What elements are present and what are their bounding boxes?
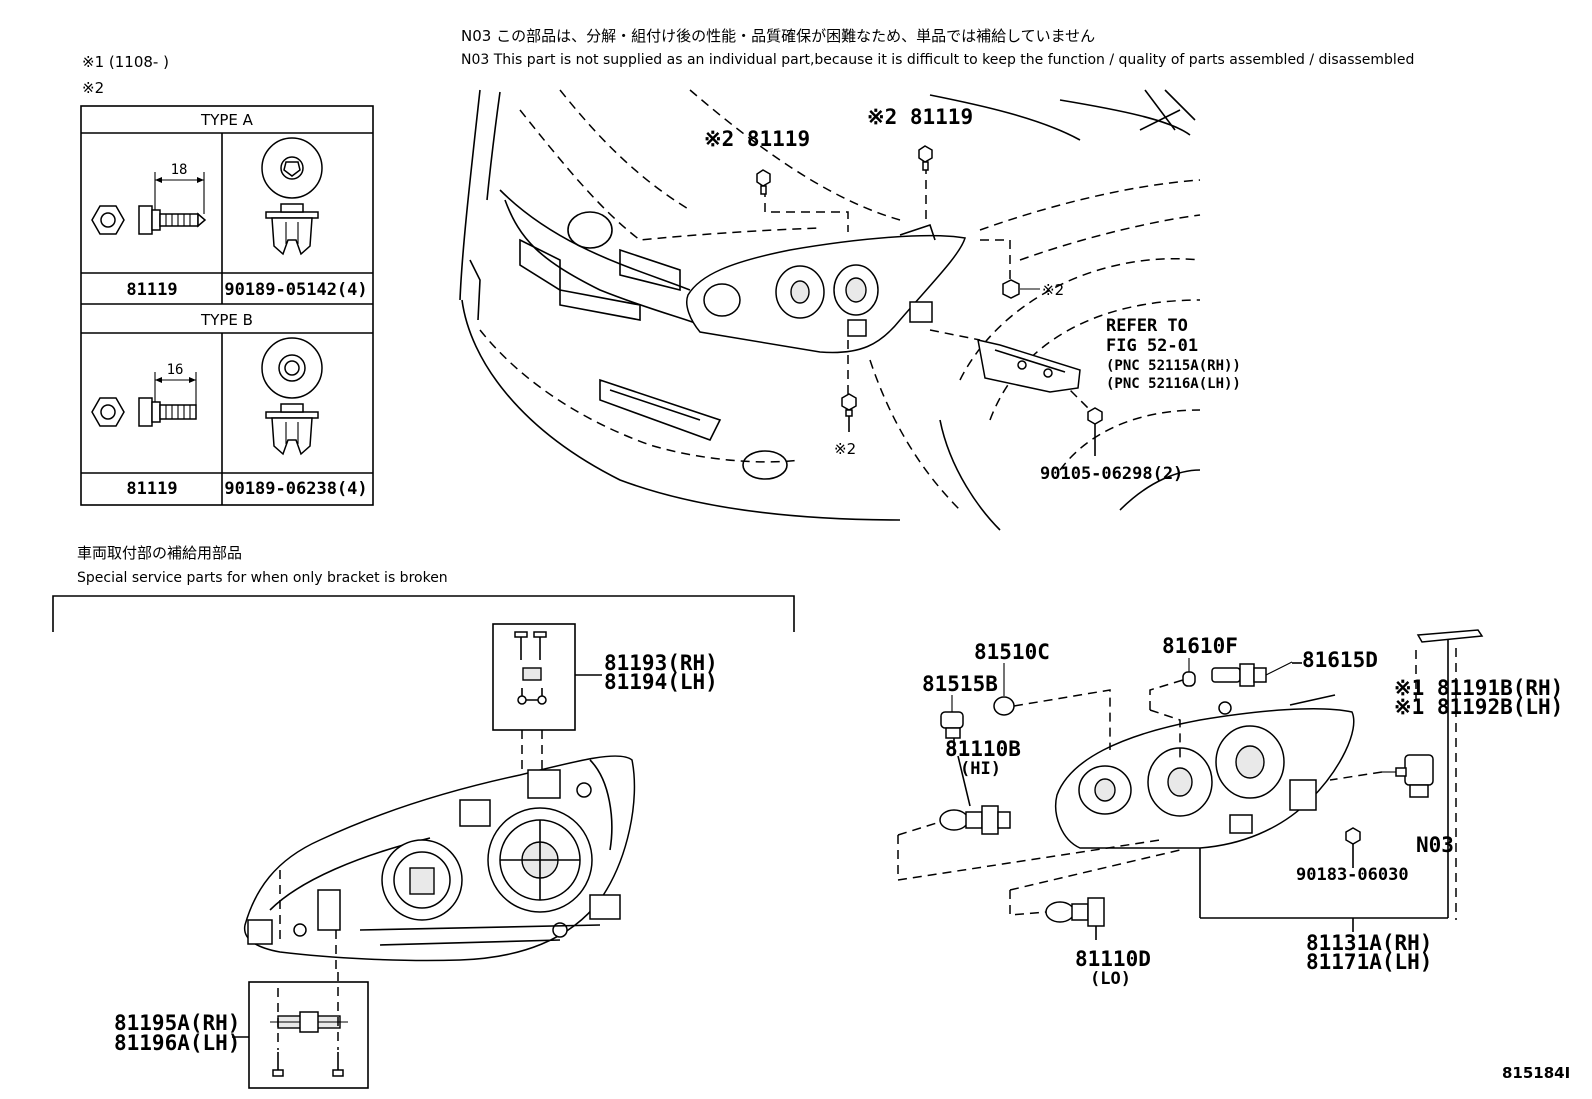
- callout-81193: 81193(RH): [604, 651, 718, 675]
- nut-90183-icon: [1345, 827, 1361, 868]
- callout-81510c: 81510C: [974, 640, 1050, 664]
- callout-90105-06298: 90105-06298(2): [1040, 464, 1183, 484]
- type-b-part-81119: 81119: [126, 479, 177, 499]
- type-a-clip-icon: [261, 137, 323, 256]
- mark1-note: ※1 (1108- ): [82, 53, 169, 71]
- callout-81195a: 81195A(RH): [114, 1011, 240, 1035]
- type-b-title: TYPE B: [200, 311, 253, 329]
- service-parts-heading-en: Special service parts for when only brac…: [77, 570, 448, 586]
- callout-n03: N03: [1416, 833, 1454, 857]
- headlamp-exploded-illustration: [1055, 629, 1484, 849]
- vehicle-front-illustration: [459, 89, 1201, 531]
- type-b-bolt-icon: [91, 372, 197, 427]
- socket-81615d-icon: [1211, 661, 1293, 687]
- bolt-81119-right-icon: [918, 145, 933, 171]
- refer-to-line-3: (PNC 52115A(RH)): [1106, 358, 1241, 374]
- diagram-id: 815184I: [1502, 1064, 1570, 1082]
- refer-to-line-4: (PNC 52116A(LH)): [1106, 376, 1241, 392]
- socket-81515b-icon: [940, 711, 964, 739]
- type-a-part-90189-05142: 90189-05142(4): [224, 280, 367, 300]
- service-parts-heading-jp: 車両取付部の補給用部品: [77, 544, 242, 562]
- callout-clip-bottom: ※2: [834, 440, 856, 458]
- callout-81119-left: ※2 81119: [704, 127, 810, 151]
- type-b-dimension: 16: [167, 362, 184, 378]
- mark2-note: ※2: [82, 79, 104, 97]
- type-b-clip-icon: [261, 337, 323, 456]
- upper-kit-box: [492, 623, 602, 770]
- callout-81131a: 81131A(RH): [1306, 931, 1432, 955]
- bulb-81110b-icon: [939, 805, 1011, 835]
- type-a-part-81119: 81119: [126, 280, 177, 300]
- bulb-81110d-icon: [1045, 897, 1105, 940]
- type-b-part-90189-06238: 90189-06238(4): [224, 479, 367, 499]
- callout-81196a: 81196A(LH): [114, 1031, 240, 1055]
- callout-81610f: 81610F: [1162, 634, 1238, 658]
- leveling-motor-icon: [1382, 754, 1434, 798]
- callout-81171a: 81171A(LH): [1306, 950, 1432, 974]
- refer-to-line-1: REFER TO: [1106, 316, 1188, 336]
- clip-bottom-icon: [841, 393, 857, 432]
- exploded-leader-lines: [897, 640, 1457, 932]
- refer-to-line-2: FIG 52-01: [1106, 336, 1198, 356]
- type-table: TYPE A TYPE B 18: [80, 105, 374, 506]
- callout-clip-right: ※2: [1042, 281, 1064, 299]
- callout-81110b-hi: (HI): [960, 759, 1001, 779]
- headlamp-rear-view-illustration: [243, 755, 636, 972]
- bulb-81610f-icon: [1182, 671, 1196, 687]
- type-a-title: TYPE A: [200, 111, 254, 129]
- type-a-bolt-icon: [91, 172, 207, 235]
- callout-90183-06030: 90183-06030: [1296, 865, 1409, 885]
- callout-81192b: ※1 81192B(LH): [1394, 695, 1563, 719]
- service-parts-bracket-line: [52, 595, 795, 632]
- bulb-81510c-icon: [993, 696, 1015, 716]
- callout-81615d: 81615D: [1302, 648, 1378, 672]
- bracket-icon: [977, 339, 1081, 393]
- bolt-81119-left-icon: [756, 169, 771, 195]
- clip-right-icon: [1002, 279, 1020, 299]
- callout-81110d: 81110D: [1075, 947, 1151, 971]
- callout-81515b: 81515B: [922, 672, 998, 696]
- screw-90105-icon: [1087, 407, 1103, 456]
- callout-81110d-lo: (LO): [1090, 969, 1131, 989]
- type-a-dimension: 18: [171, 162, 188, 178]
- callout-81194: 81194(LH): [604, 670, 718, 694]
- n03-note-japanese: N03 この部品は、分解・組付け後の性能・品質確保が困難なため、単品では補給して…: [461, 27, 1095, 45]
- callout-81119-right: ※2 81119: [867, 105, 973, 129]
- n03-note-english: N03 This part is not supplied as an indi…: [461, 52, 1414, 68]
- lower-kit-box: [232, 972, 369, 1089]
- callout-81110b: 81110B: [945, 737, 1021, 761]
- callout-81191b: ※1 81191B(RH): [1394, 676, 1563, 700]
